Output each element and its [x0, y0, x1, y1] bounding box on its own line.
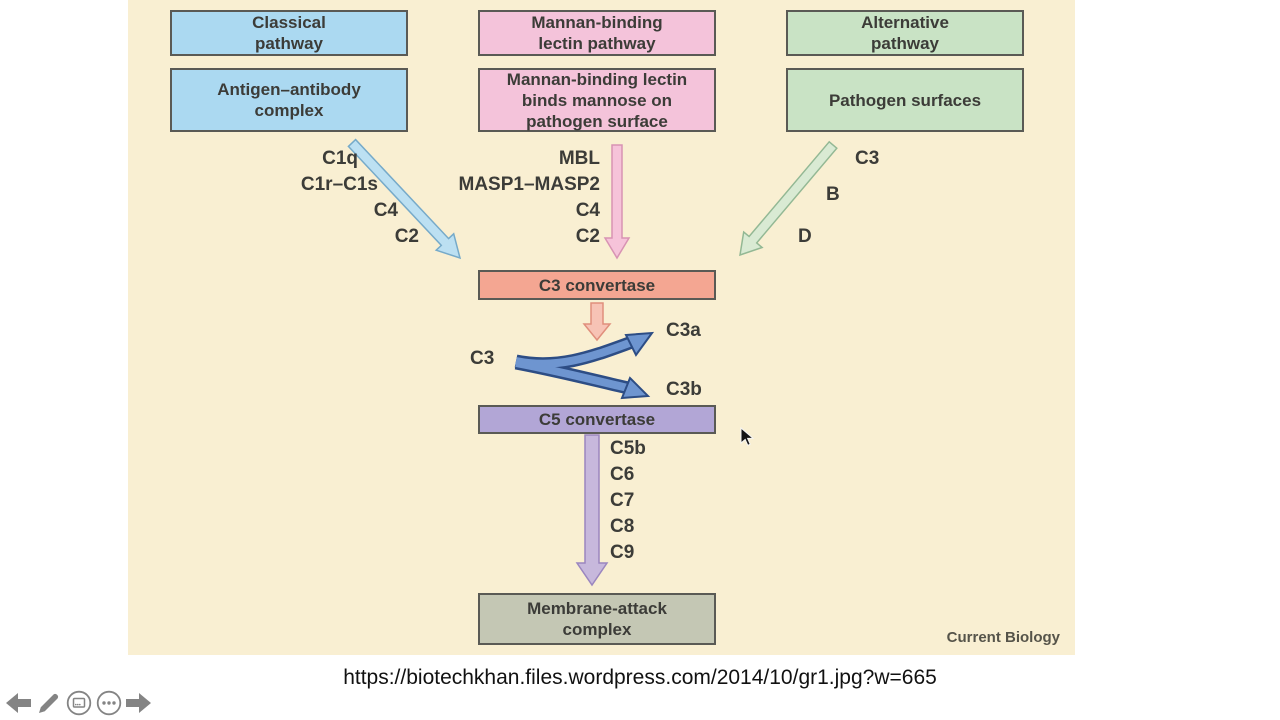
next-slide-icon	[126, 692, 151, 713]
factor-masp1-masp2: MASP1–MASP2	[458, 174, 601, 195]
c3b-label: C3b	[666, 379, 702, 400]
c3b-fork-outline	[514, 356, 630, 395]
factor-c1q: C1q	[322, 148, 358, 169]
c3b-fork	[515, 359, 629, 392]
terminal-pathway-arrow	[575, 434, 609, 587]
alternative-arrow	[739, 140, 838, 257]
lectin-binds-mannose-box: Mannan-binding lectin binds mannose on p…	[478, 68, 716, 132]
pathogen-surfaces-box: Pathogen surfaces	[786, 68, 1024, 132]
c3a-label: C3a	[666, 320, 701, 341]
c3a-fork-outline	[514, 335, 635, 371]
factor-b: B	[826, 184, 840, 205]
factor-d: D	[798, 226, 812, 247]
factor-c7: C7	[610, 490, 635, 511]
factor-c1r-c1s: C1r–C1s	[300, 174, 378, 195]
journal-credit: Current Biology	[946, 629, 1060, 646]
more-options-button[interactable]	[95, 689, 122, 716]
pen-tool-button[interactable]	[35, 689, 62, 716]
previous-slide-icon	[6, 692, 31, 713]
classical-pathway-box: Classical pathway	[170, 10, 408, 56]
previous-slide-button[interactable]	[5, 689, 32, 716]
factor-c9: C9	[610, 542, 635, 563]
membrane-attack-complex-box: Membrane-attack complex	[478, 593, 716, 645]
factor-c4-lectin: C4	[575, 200, 600, 221]
see-all-slides-button[interactable]	[65, 689, 92, 716]
factor-c6: C6	[610, 464, 635, 485]
lectin-pathway-box: Mannan-binding lectin pathway	[478, 10, 716, 56]
lectin-arrow	[603, 144, 631, 260]
c5-convertase-box: C5 convertase	[478, 405, 716, 434]
c3b-arrowhead	[620, 376, 651, 400]
factor-c5b: C5b	[610, 438, 646, 459]
factor-c2-classical: C2	[394, 226, 419, 247]
c3a-arrowhead	[624, 331, 655, 357]
more-options-icon	[96, 690, 121, 715]
source-url-caption: https://biotechkhan.files.wordpress.com/…	[343, 666, 937, 689]
c3-convertase-box: C3 convertase	[478, 270, 716, 300]
see-all-slides-icon	[66, 690, 91, 715]
c3-convertase-down-arrow	[582, 302, 612, 342]
factor-c3-alternative: C3	[855, 148, 880, 169]
factor-mbl: MBL	[558, 148, 600, 169]
factor-c2-lectin: C2	[575, 226, 600, 247]
alternative-pathway-box: Alternative pathway	[786, 10, 1024, 56]
pen-icon	[38, 693, 58, 713]
factor-c8: C8	[610, 516, 635, 537]
next-slide-button[interactable]	[125, 689, 152, 716]
complement-pathway-figure: Classical pathway Antigen–antibody compl…	[128, 0, 1075, 655]
c3-substrate-label: C3	[470, 348, 495, 369]
antigen-antibody-complex-box: Antigen–antibody complex	[170, 68, 408, 132]
factor-c4-classical: C4	[373, 200, 398, 221]
c3a-fork	[515, 338, 634, 368]
presenter-toolbar	[5, 689, 152, 716]
